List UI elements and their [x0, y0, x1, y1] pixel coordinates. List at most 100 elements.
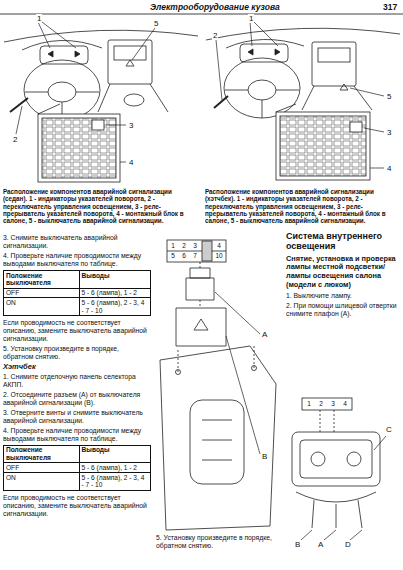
text-slot: 7	[190, 252, 200, 260]
table-cell: 5 - 6 (лампа), 1 - 2	[82, 289, 137, 296]
figure-caption: Расположение компонентов аварийной сигна…	[3, 188, 184, 224]
text-slot: 4	[128, 158, 134, 167]
instruction-text: 3. Отверните винты и снимите выключатель…	[3, 409, 143, 424]
instruction-text: 1. Выключите лампу.	[286, 292, 352, 299]
lamp-drawing	[292, 398, 380, 528]
instruction-text: 5. Установку произведите в порядке, обра…	[3, 345, 119, 360]
text-slot: B	[294, 540, 301, 549]
text-slot: 5	[153, 19, 159, 28]
pin-number: 4	[343, 400, 347, 407]
table-cell: ON	[6, 474, 16, 481]
text-slot: 5 - 6 (лампа), 1 - 2	[79, 288, 150, 298]
callout-number: 4	[387, 164, 391, 173]
part-letter: A	[318, 540, 323, 549]
instruction-text: 4. Проверьте наличие проводимости между …	[3, 252, 141, 267]
pin-number: 5	[171, 252, 175, 259]
text-slot: 317	[383, 2, 397, 12]
table-cell: 5 - 6 (лампа), 2 - 3, 4 - 7 - 10	[82, 474, 145, 489]
text-slot: 4	[386, 164, 392, 173]
page-number: 317	[383, 2, 397, 12]
text-slot: 3	[327, 400, 339, 408]
part-letter: D	[345, 540, 351, 549]
text-slot: 6	[179, 252, 189, 260]
text-slot: Снятие, установка и проверка лампы местн…	[286, 255, 400, 290]
callout-number: 5	[154, 19, 158, 28]
text-slot: Хэтчбек	[3, 363, 151, 372]
text-slot: 3	[190, 242, 200, 250]
text-slot: 1	[36, 14, 42, 23]
text-slot: Расположение компонентов аварийной сигна…	[3, 188, 197, 224]
text-slot: Расположение компонентов аварийной сигна…	[205, 188, 399, 224]
callout-number: 3	[387, 128, 391, 137]
text-column: Система внутреннего освещения Снятие, ус…	[286, 232, 400, 320]
text-slot: Выводы	[79, 445, 150, 463]
table-header: Положение выключателя	[6, 272, 51, 287]
hatchback-leaders	[216, 22, 384, 168]
text-slot: 5. Установку произведите в порядке, обра…	[156, 534, 280, 550]
text-column: 5. Установку произведите в порядке, обра…	[156, 534, 280, 552]
pin-number: 4	[217, 242, 221, 249]
text-slot: 2. При помощи шлицевой отвертки снимите …	[286, 302, 400, 318]
text-slot: 1. Выключите лампу.	[286, 292, 400, 300]
text-slot: 3	[386, 128, 392, 137]
text-slot: Положение выключателя	[4, 445, 80, 463]
text-slot: Выводы	[79, 271, 150, 289]
instruction-text: 5. Установку произведите в порядке, обра…	[156, 534, 272, 549]
section-heading: Снятие, установка и проверка лампы местн…	[286, 254, 396, 289]
text-slot: 3. Снимите выключатель аварийной сигнали…	[3, 234, 151, 250]
text-slot: 4. Проверьте наличие проводимости между …	[3, 252, 151, 268]
text-slot: 5. Установку произведите в порядке, обра…	[3, 345, 151, 361]
text-slot: A	[261, 330, 268, 339]
switch-leaders	[215, 292, 260, 454]
text-slot: ON	[4, 473, 80, 491]
part-letter: A	[262, 330, 267, 339]
pin-number: 3	[331, 400, 335, 407]
instruction-text: 2. При помощи шлицевой отвертки снимите …	[286, 302, 396, 317]
text-slot: 10	[214, 252, 224, 260]
instruction-text: 2. Отсоедините разъем (A) от выключателя…	[3, 391, 140, 406]
part-letter: C	[386, 425, 392, 434]
section-heading: Хэтчбек	[3, 362, 36, 371]
page-title: Электрооборудование кузова	[150, 2, 280, 12]
sedan-leaders	[16, 22, 155, 162]
pin-number: 1	[307, 400, 311, 407]
part-letter: B	[295, 540, 300, 549]
header-rule	[0, 14, 403, 15]
table-header: Положение выключателя	[6, 446, 51, 461]
pin-number: 10	[215, 252, 222, 259]
text-column: Расположение компонентов аварийной сигна…	[3, 188, 197, 224]
text-column: 3. Снимите выключатель аварийной сигнали…	[3, 234, 151, 520]
callout-number: 5	[387, 92, 391, 101]
lamp-leaders	[301, 436, 386, 540]
title-slot: Электрооборудование кузова	[150, 2, 280, 12]
text-slot: 5	[168, 252, 178, 260]
text-slot: Положение выключателя	[4, 271, 80, 289]
text-slot: 1	[248, 14, 254, 23]
text-slot: 4	[214, 242, 224, 250]
table-header: Выводы	[82, 446, 110, 453]
text-slot: 2. Отсоедините разъем (A) от выключателя…	[3, 391, 151, 407]
text-slot: 1. Снимите отделочную панель селектора А…	[3, 373, 151, 389]
pin-number: 2	[182, 242, 186, 249]
text-slot: 2	[212, 31, 218, 40]
text-slot: OFF	[4, 288, 80, 298]
switch-removal-drawing	[160, 240, 276, 530]
callout-number: 2	[13, 135, 17, 144]
hatchback-dashboard	[206, 28, 400, 180]
callout-number: 1	[37, 14, 41, 23]
instruction-text: 3. Снимите выключатель аварийной сигнали…	[3, 234, 118, 249]
table-cell: 5 - 6 (лампа), 1 - 2	[82, 464, 137, 471]
text-slot: 5 - 6 (лампа), 1 - 2	[79, 463, 150, 473]
instruction-text: Если проводимость не соответствует описа…	[3, 319, 147, 342]
pin-number: 6	[182, 252, 186, 259]
instruction-text: 4. Проверьте наличие проводимости между …	[3, 427, 141, 442]
text-slot: 1	[303, 400, 315, 408]
text-slot: 2	[315, 400, 327, 408]
pin-number: 7	[193, 252, 197, 259]
figure-caption: Расположение компонентов аварийной сигна…	[205, 188, 386, 224]
text-slot: D	[344, 540, 352, 549]
text-slot: Система внутреннего освещения	[286, 232, 400, 252]
text-slot: B	[261, 452, 268, 461]
table-cell: 5 - 6 (лампа), 2 - 3, 4 - 7 - 10	[82, 299, 145, 314]
text-slot: 1	[168, 242, 178, 250]
